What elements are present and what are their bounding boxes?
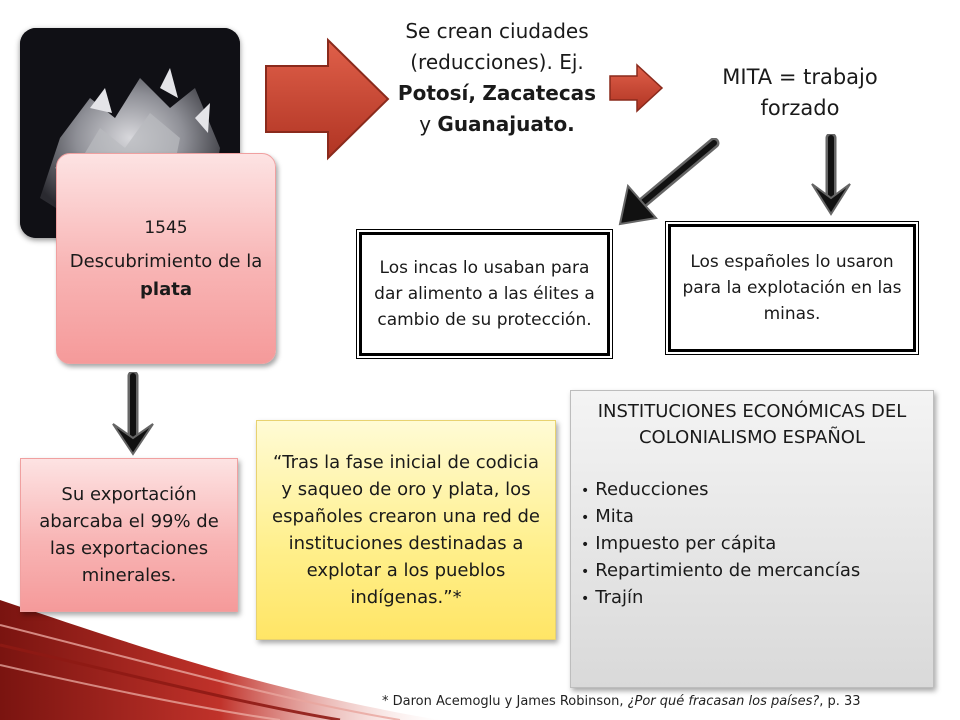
list-item: • Repartimiento de mercancías: [581, 558, 923, 585]
discovery-text-bold: plata: [140, 278, 192, 300]
cities-intro: Se crean ciudades (reducciones). Ej.: [405, 19, 589, 74]
spanish-usage-box: Los españoles lo usaron para la explotac…: [665, 221, 919, 355]
city-zacatecas: Zacatecas: [482, 81, 597, 105]
bullet-icon: •: [581, 564, 590, 580]
list-item: • Reducciones: [581, 477, 923, 504]
diagonal-down-left-arrow-icon: [618, 138, 720, 226]
institution-impuesto: Impuesto per cápita: [595, 533, 777, 554]
discovery-text-main: Descubrimiento de la: [69, 250, 263, 272]
down-arrow-left-icon: [112, 372, 154, 456]
footnote-book-title: ¿Por qué fracasan los países?: [627, 694, 820, 709]
footnote-page: , p. 33: [819, 694, 861, 709]
bullet-icon: •: [581, 537, 590, 553]
institution-mita: Mita: [595, 506, 634, 527]
city-guanajuato: Guanajuato.: [437, 112, 575, 136]
right-arrow-small-icon: [609, 63, 664, 113]
institution-repartimiento: Repartimiento de mercancías: [595, 560, 861, 581]
citation-footnote: * Daron Acemoglu y James Robinson, ¿Por …: [382, 694, 861, 709]
bullet-icon: •: [581, 483, 590, 499]
cities-founded-text: Se crean ciudades (reducciones). Ej. Pot…: [392, 16, 602, 140]
institutions-title: INSTITUCIONES ECONÓMICAS DEL COLONIALISM…: [597, 401, 907, 448]
mita-definition: MITA = trabajo forzado: [722, 65, 878, 120]
list-item: • Mita: [581, 504, 923, 531]
incas-usage-box: Los incas lo usaban para dar alimento a …: [356, 229, 613, 359]
right-arrow-large-icon: [265, 37, 390, 161]
list-item: • Trajín: [581, 585, 923, 612]
institution-reducciones: Reducciones: [595, 479, 709, 500]
quote-box: “Tras la fase inicial de codicia y saque…: [256, 420, 556, 640]
city-potosi: Potosí,: [397, 81, 476, 105]
down-arrow-right-icon: [811, 134, 851, 216]
discovery-year: 1545: [144, 217, 188, 238]
institution-trajin: Trajín: [595, 587, 644, 608]
economic-institutions-box: INSTITUCIONES ECONÓMICAS DEL COLONIALISM…: [570, 390, 934, 688]
bullet-icon: •: [581, 591, 590, 607]
discovery-text: Descubrimiento de la plata: [57, 248, 275, 304]
cities-joiner: y: [419, 112, 438, 136]
silver-discovery-box: 1545 Descubrimiento de la plata: [56, 153, 276, 364]
silver-export-box: Su exportación abarcaba el 99% de las ex…: [20, 458, 238, 612]
footnote-authors: * Daron Acemoglu y James Robinson,: [382, 694, 628, 709]
institutions-list: •Reducciones •Mita •Impuesto per cápita …: [581, 477, 923, 612]
bullet-icon: •: [581, 510, 590, 526]
list-item: • Impuesto per cápita: [581, 531, 923, 558]
